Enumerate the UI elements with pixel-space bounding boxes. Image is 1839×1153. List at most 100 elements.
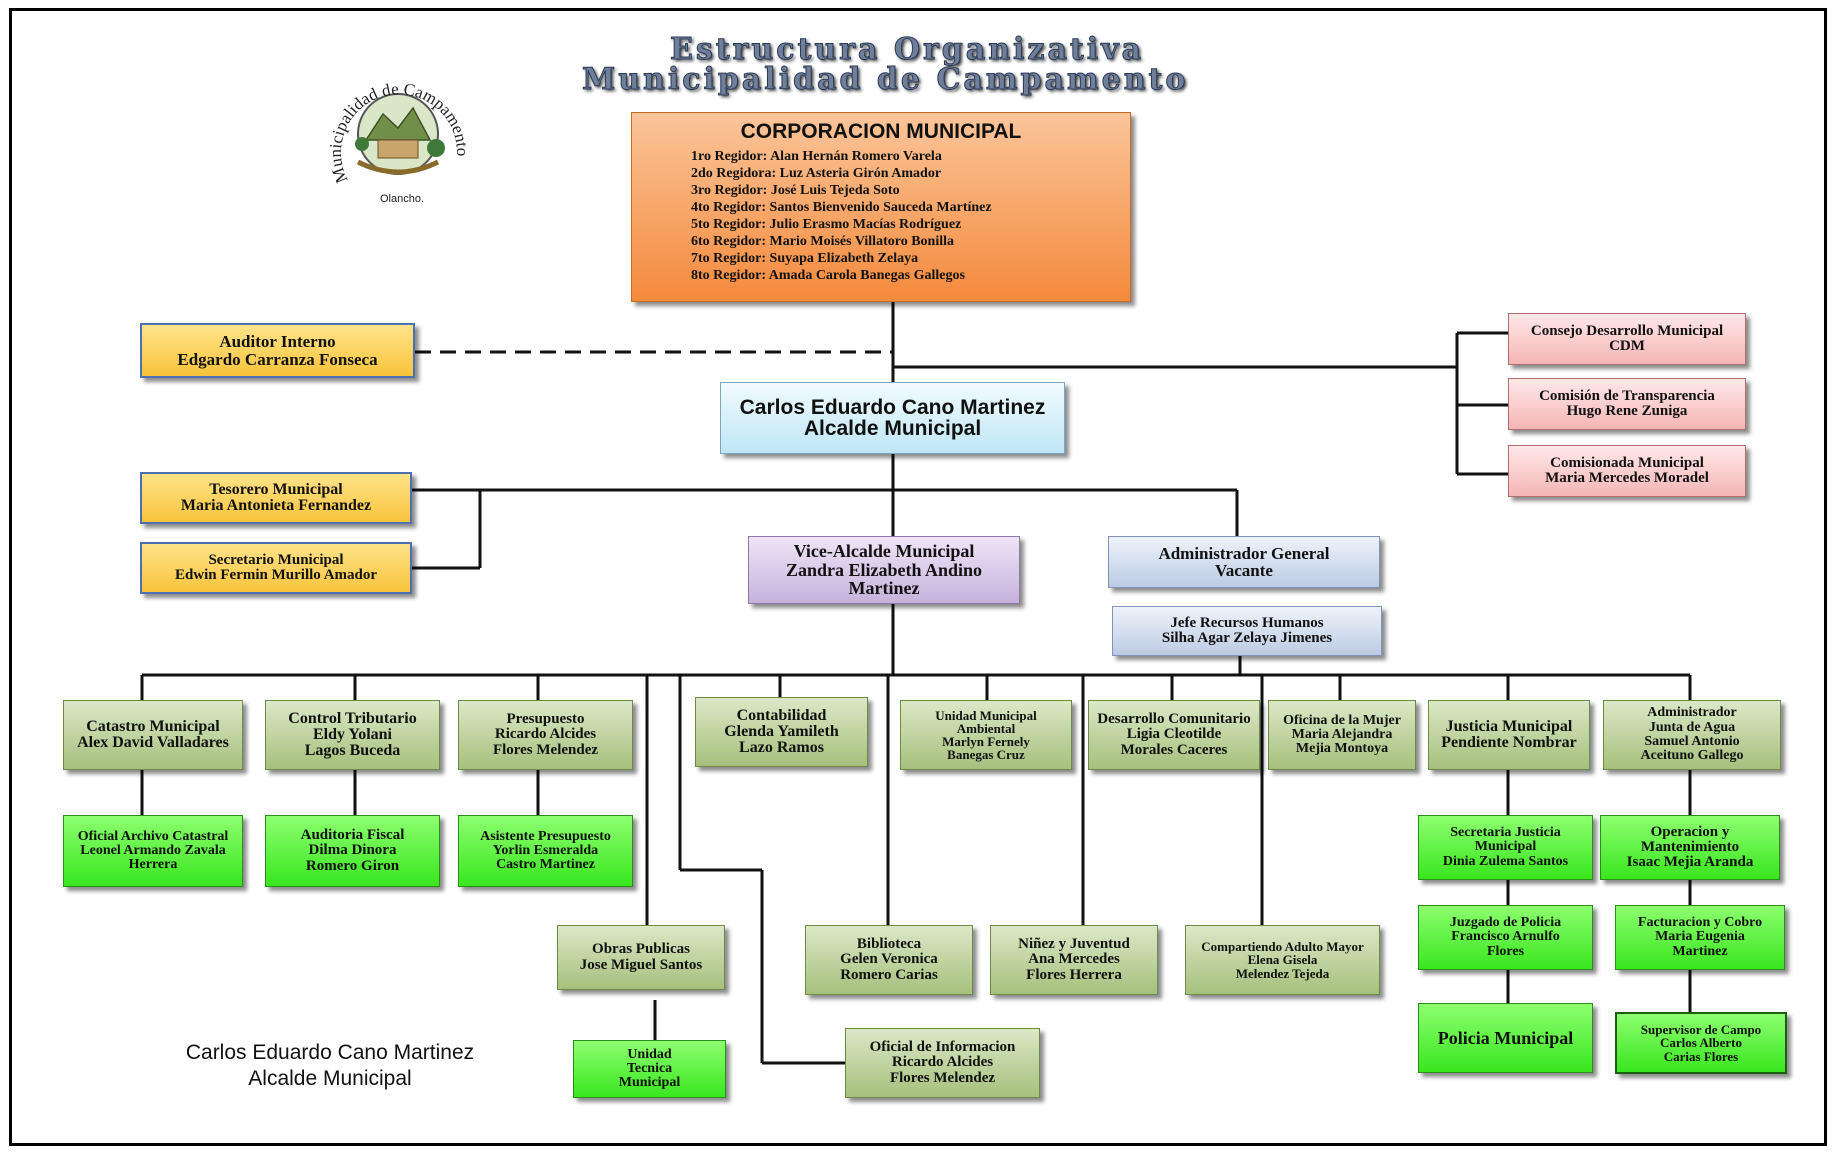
signature-title: Alcalde Municipal <box>248 1067 412 1090</box>
box-line: Justicia Municipal <box>1445 717 1573 735</box>
box-line: Oficial Archivo Catastral <box>77 828 229 844</box>
vice-alcalde-box: Vice-Alcalde Municipal Zandra Elizabeth … <box>748 536 1020 604</box>
box-line: Jefe Recursos Humanos <box>1170 614 1324 631</box>
corporacion-heading: CORPORACION MUNICIPAL <box>740 120 1022 143</box>
box-line: Presupuesto <box>506 711 585 728</box>
box-line: Municipal <box>618 1075 681 1091</box>
juzgado-policia-box: Juzgado de Policia Francisco Arnulfo Flo… <box>1418 905 1593 970</box>
box-line: Supervisor de Campo <box>1640 1022 1762 1038</box>
box-line: Alcalde Municipal <box>803 417 982 440</box>
box-line: Dilma Dinora <box>308 842 397 859</box>
box-line: Lazo Ramos <box>739 739 824 757</box>
auditoria-fiscal-box: Auditoria Fiscal Dilma Dinora Romero Gir… <box>265 815 440 887</box>
box-line: Tesorero Municipal <box>209 480 343 498</box>
corporacion-municipal-box: CORPORACION MUNICIPAL 1ro Regidor: Alan … <box>631 112 1131 302</box>
box-line: Castro Martinez <box>496 857 595 873</box>
box-line: Ana Mercedes <box>1028 951 1120 968</box>
facturacion-cobro-box: Facturacion y Cobro Maria Eugenia Martin… <box>1615 905 1785 970</box>
box-line: Maria Eugenia <box>1655 929 1745 945</box>
tesorero-box: Tesorero Municipal Maria Antonieta Ferna… <box>140 472 412 524</box>
corporacion-member: 8to Regidor: Amada Carola Banegas Galleg… <box>691 268 965 284</box>
box-line: Policia Municipal <box>1437 1027 1574 1048</box>
box-line: Pendiente Nombrar <box>1441 734 1577 751</box>
unidad-tecnica-box: Unidad Tecnica Municipal <box>573 1040 726 1098</box>
box-line: Maria Mercedes Moradel <box>1545 470 1709 486</box>
box-line: Secretario Municipal <box>208 551 344 568</box>
oficina-mujer-box: Oficina de la Mujer Maria Alejandra Meji… <box>1268 700 1416 770</box>
comision-transparencia-box: Comisión de Transparencia Hugo Rene Zuni… <box>1508 378 1746 430</box>
box-line: Morales Caceres <box>1120 741 1228 758</box>
consejo-desarrollo-box: Consejo Desarrollo Municipal CDM <box>1508 313 1746 365</box>
box-line: Edgardo Carranza Fonseca <box>177 349 378 369</box>
box-line: Asistente Presupuesto <box>480 828 611 844</box>
alcalde-box: Carlos Eduardo Cano Martinez Alcalde Mun… <box>720 382 1065 454</box>
box-line: Leonel Armando Zavala <box>80 842 226 858</box>
box-line: Desarrollo Comunitario <box>1097 711 1251 728</box>
box-line: Hugo Rene Zuniga <box>1566 403 1688 419</box>
box-line: Isaac Mejia Aranda <box>1626 854 1754 871</box>
municipality-seal-logo: Municipalidad de Campamento Olancho. <box>326 79 472 205</box>
box-line: Glenda Yamileth <box>724 722 839 740</box>
corporacion-member: 5to Regidor: Julio Erasmo Macías Rodrígu… <box>691 217 962 233</box>
box-line: Oficina de la Mujer <box>1283 712 1401 728</box>
corporacion-member: 2do Regidora: Luz Asteria Girón Amador <box>691 166 942 182</box>
box-line: Romero Giron <box>305 857 400 874</box>
box-line: Carias Flores <box>1663 1048 1739 1064</box>
box-line: Vice-Alcalde Municipal <box>793 541 975 562</box>
box-line: Comisionada Municipal <box>1550 454 1704 471</box>
secretaria-justicia-box: Secretaria Justicia Municipal Dinia Zule… <box>1418 815 1593 880</box>
box-line: Flores <box>1486 943 1525 959</box>
box-line: Control Tributario <box>288 709 417 727</box>
box-line: Silha Agar Zelaya Jimenes <box>1161 630 1333 646</box>
box-line: Jose Miguel Santos <box>579 956 703 973</box>
box-line: Auditor Interno <box>219 332 336 352</box>
box-line: Flores Melendez <box>889 1069 996 1086</box>
box-line: Maria Antonieta Fernandez <box>180 497 372 514</box>
box-line: Elena Gisela <box>1247 952 1318 968</box>
box-line: Aceituno Gallego <box>1640 748 1744 764</box>
box-line: Secretaria Justicia <box>1450 825 1561 841</box>
ninez-juventud-box: Niñez y Juventud Ana Mercedes Flores Her… <box>990 925 1158 995</box>
box-line: Niñez y Juventud <box>1018 936 1130 953</box>
signature-name: Carlos Eduardo Cano Martinez <box>185 1041 475 1064</box>
box-line: Zandra Elizabeth Andino Martinez <box>785 559 983 599</box>
box-line: Mantenimiento <box>1640 838 1740 855</box>
box-line: Alex David Valladares <box>77 734 229 751</box>
junta-agua-box: Administrador Junta de Agua Samuel Anton… <box>1603 700 1781 770</box>
box-line: Lagos Buceda <box>304 742 401 760</box>
comisionada-municipal-box: Comisionada Municipal Maria Mercedes Mor… <box>1508 445 1746 497</box>
box-line: Junta de Agua <box>1648 719 1736 735</box>
asistente-presupuesto-box: Asistente Presupuesto Yorlin Esmeralda C… <box>458 815 633 887</box>
box-line: Catastro Municipal <box>86 717 220 735</box>
box-line: Consejo Desarrollo Municipal <box>1530 322 1724 339</box>
box-line: CDM <box>1609 338 1645 354</box>
box-line: Flores Herrera <box>1026 966 1122 983</box>
box-line: Contabilidad <box>736 706 827 724</box>
corporacion-member: 7to Regidor: Suyapa Elizabeth Zelaya <box>691 251 919 267</box>
control-tributario-box: Control Tributario Eldy Yolani Lagos Buc… <box>265 700 440 770</box>
adulto-mayor-box: Compartiendo Adulto Mayor Elena Gisela M… <box>1185 925 1380 995</box>
biblioteca-box: Biblioteca Gelen Veronica Romero Carias <box>805 925 973 995</box>
box-line: Eldy Yolani <box>313 725 392 743</box>
box-line: Juzgado de Policia <box>1449 915 1562 931</box>
box-line: Tecnica <box>626 1060 673 1076</box>
box-line: Comisión de Transparencia <box>1539 387 1715 404</box>
corporacion-member: 3ro Regidor: José Luis Tejeda Soto <box>691 183 900 199</box>
box-line: Administrador <box>1647 705 1737 721</box>
policia-municipal-box: Policia Municipal <box>1418 1003 1593 1073</box>
box-line: Flores Melendez <box>492 741 599 758</box>
corporacion-member: 6to Regidor: Mario Moisés Villatoro Boni… <box>691 234 954 250</box>
box-line: Marlyn Fernely <box>942 734 1030 749</box>
box-line: Municipal <box>1474 839 1537 855</box>
box-line: Ligia Cleotilde <box>1126 726 1222 743</box>
box-line: Dinia Zulema Santos <box>1442 853 1569 869</box>
recursos-humanos-box: Jefe Recursos Humanos Silha Agar Zelaya … <box>1112 606 1382 656</box>
logo-caption: Olancho. <box>380 193 424 205</box>
box-line: Carlos Eduardo Cano Martinez <box>739 395 1046 419</box>
chart-title-line1: Estructura Organizativa <box>670 32 1145 67</box>
unidad-ambiental-box: Unidad Municipal Ambiental Marlyn Fernel… <box>900 700 1072 770</box>
signature-block: Carlos Eduardo Cano Martinez Alcalde Mun… <box>150 1040 510 1092</box>
box-line: Oficial de Informacion <box>869 1039 1016 1056</box>
secretario-box: Secretario Municipal Edwin Fermin Murill… <box>140 542 412 594</box>
